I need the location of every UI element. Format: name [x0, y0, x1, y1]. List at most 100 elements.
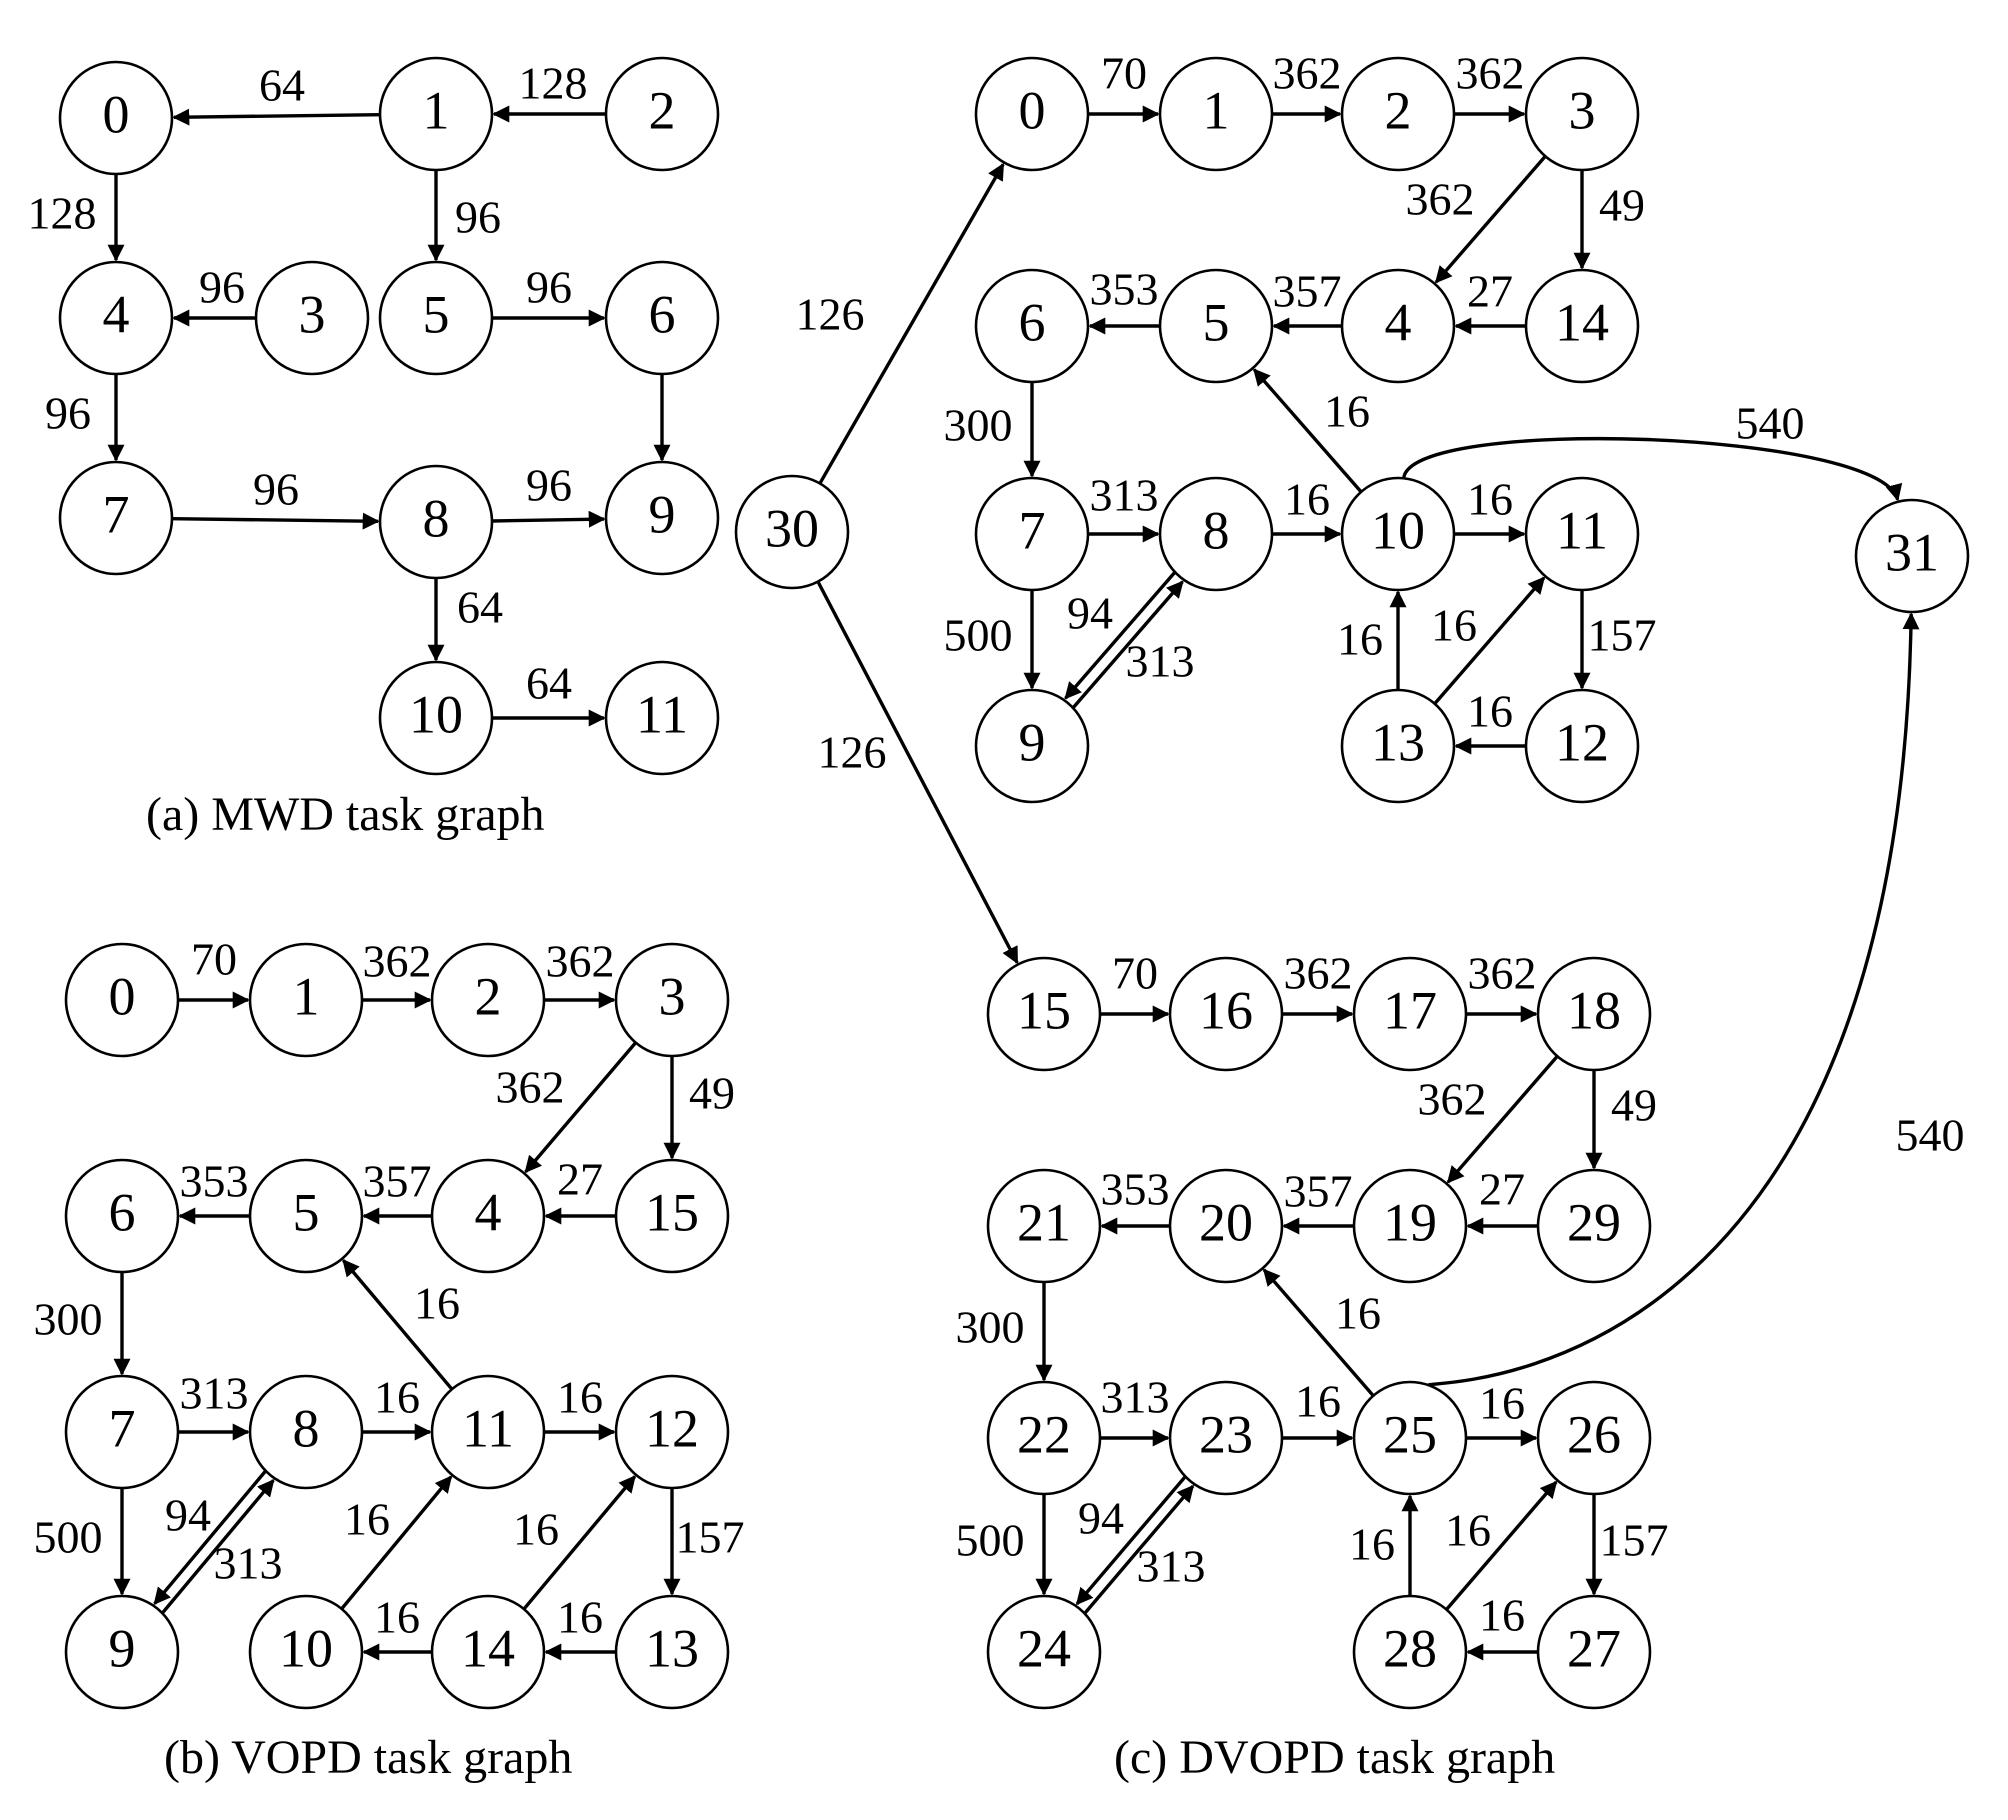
node-circle: [1340, 56, 1456, 172]
node-c9: 9: [974, 688, 1090, 804]
edge-label-c18-c29: 49: [1611, 1080, 1657, 1131]
edge-label-a2-a1: 128: [519, 58, 588, 109]
node-c14: 14: [1524, 268, 1640, 384]
node-circle: [64, 942, 180, 1058]
node-c30: 30: [734, 474, 850, 590]
edge-label-a1-a5: 96: [455, 192, 501, 243]
edge-b9-b8: [161, 1479, 275, 1614]
edges-layer: [107, 105, 1920, 1661]
edge-b11-b5: [342, 1259, 454, 1391]
node-a2: 2: [604, 56, 720, 172]
node-circle: [734, 474, 850, 590]
node-label: 6: [1019, 292, 1046, 352]
edge-c3-c4: [1434, 155, 1547, 284]
node-circle: [430, 1374, 546, 1490]
node-label: 8: [1203, 500, 1230, 560]
edge-label-b4-b5: 357: [363, 1156, 432, 1207]
node-label: 19: [1383, 1192, 1437, 1252]
node-label: 4: [103, 284, 130, 344]
node-label: 10: [279, 1618, 333, 1678]
node-circle: [1524, 56, 1640, 172]
node-label: 24: [1017, 1618, 1071, 1678]
node-c4: 4: [1340, 268, 1456, 384]
node-label: 26: [1567, 1404, 1621, 1464]
node-circle: [378, 464, 494, 580]
node-c11: 11: [1524, 476, 1640, 592]
edge-c18-c19: [1446, 1055, 1559, 1184]
edge-label-b14-b12: 16: [513, 1504, 559, 1555]
edge-label-b13-b14: 16: [557, 1592, 603, 1643]
node-label: 9: [1019, 712, 1046, 772]
edge-label-c2-c3: 362: [1456, 48, 1525, 99]
edge-label-c27-c28: 16: [1479, 1590, 1525, 1641]
node-b13: 13: [614, 1594, 730, 1710]
node-circle: [604, 56, 720, 172]
node-label: 5: [1203, 292, 1230, 352]
edge-label-c1-c2: 362: [1273, 48, 1342, 99]
edge-b14-b12: [522, 1475, 637, 1611]
edge-a7-a8: [171, 512, 380, 530]
edge-label-b2-b3: 362: [546, 936, 615, 987]
node-a8: 8: [378, 464, 494, 580]
edge-label-c18-c19: 362: [1418, 1074, 1487, 1125]
edge-label-b3-b4: 362: [496, 1062, 565, 1113]
node-a9: 9: [604, 460, 720, 576]
node-circle: [986, 1380, 1102, 1496]
edge-label-c30-c0: 126: [796, 289, 865, 340]
node-c28: 28: [1352, 1594, 1468, 1710]
node-circle: [974, 268, 1090, 384]
edge-label-c25-c20: 16: [1335, 1288, 1381, 1339]
edge-label-b12-b13: 157: [676, 1512, 745, 1563]
edge-label-c13-c10: 16: [1337, 614, 1383, 665]
edge-label-c26-c27: 157: [1600, 1515, 1669, 1566]
node-c10: 10: [1340, 476, 1456, 592]
node-label: 7: [109, 1398, 136, 1458]
node-b5: 5: [248, 1158, 364, 1274]
node-c26: 26: [1536, 1380, 1652, 1496]
edge-label-c30-c15: 126: [818, 727, 887, 778]
caption-vopd: (b) VOPD task graph: [164, 1731, 572, 1784]
node-circle: [1340, 268, 1456, 384]
edge-label-c25-c26: 16: [1479, 1378, 1525, 1429]
node-circle: [64, 1158, 180, 1274]
edge-label-b11-b5: 16: [414, 1278, 460, 1329]
node-label: 13: [645, 1618, 699, 1678]
node-circle: [1352, 1168, 1468, 1284]
node-circle: [248, 1594, 364, 1710]
edge-label-c8-c10: 16: [1284, 474, 1330, 525]
node-label: 27: [1567, 1618, 1621, 1678]
edge-c30-c0: [818, 162, 1005, 485]
edge-label-c9-c8: 94: [1067, 588, 1113, 639]
node-circle: [378, 260, 494, 376]
edge-label-c0-c1: 70: [1101, 48, 1147, 99]
node-label: 5: [293, 1182, 320, 1242]
node-label: 15: [1017, 980, 1071, 1040]
edge-label-b7-b9: 500: [34, 1512, 103, 1563]
node-label: 0: [109, 966, 136, 1026]
node-label: 4: [1385, 292, 1412, 352]
node-label: 25: [1383, 1404, 1437, 1464]
node-circle: [1536, 1168, 1652, 1284]
node-c23: 23: [1168, 1380, 1284, 1496]
node-c22: 22: [986, 1380, 1102, 1496]
node-b2: 2: [430, 942, 546, 1058]
edge-label-c28-c25: 16: [1349, 1519, 1395, 1570]
node-b11: 11: [430, 1374, 546, 1490]
node-label: 22: [1017, 1404, 1071, 1464]
edge-label-c7-c8: 313: [1090, 470, 1159, 521]
node-circle: [604, 460, 720, 576]
node-circle: [64, 1594, 180, 1710]
node-circle: [614, 1158, 730, 1274]
node-label: 9: [649, 484, 676, 544]
node-label: 11: [1556, 500, 1608, 560]
node-circle: [1168, 1380, 1284, 1496]
node-circle: [986, 1168, 1102, 1284]
caption-dvopd: (c) DVOPD task graph: [1114, 1731, 1555, 1784]
edge-label-c21-c22: 300: [956, 1302, 1025, 1353]
node-c25: 25: [1352, 1380, 1468, 1496]
edge-label-b5-b6: 353: [180, 1156, 249, 1207]
node-c8: 8: [1158, 476, 1274, 592]
node-label: 6: [649, 284, 676, 344]
